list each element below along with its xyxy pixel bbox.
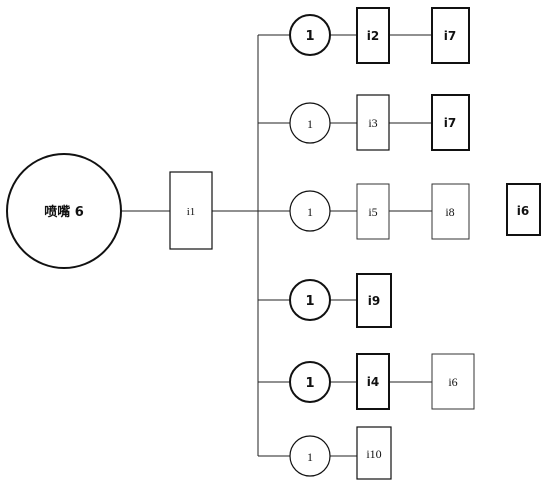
branch-3-circle [289,190,331,232]
nozzle-circle [6,153,122,269]
branch-6-first-box [356,426,392,480]
branch-5-first-label: i4 [367,375,379,389]
branch-3-second-label: i8 [445,205,454,219]
branch-1-first-label: i2 [367,29,379,43]
connectors [120,34,432,457]
branch-2-second-box [431,94,470,151]
hub-box [169,171,213,250]
hub-label: i1 [187,206,196,218]
branch-5-circle-label: 1 [305,376,314,391]
branch-1-circle [289,14,331,56]
branch-4-circle [289,279,331,321]
nozzle-label: 喷嘴 6 [44,204,84,220]
branch-6-circle [289,435,331,477]
branch-4-first-label: i9 [368,294,380,308]
branch-5-second-box [431,353,475,410]
branch-4-circle-label: 1 [305,294,314,309]
branch-2-first-box [356,94,390,151]
branch-2-circle [289,102,331,144]
branch-3-third-box [506,183,541,236]
branch-3-first-label: i5 [368,205,377,219]
branch-2-second-label: i7 [444,116,456,130]
branch-3-third-label: i6 [517,204,529,218]
branch-4-first-box [356,273,392,328]
branch-5-circle [289,361,331,403]
branch-5-first-box [356,353,390,410]
branch-1-second-label: i7 [444,29,456,43]
branch-1-second-box [431,7,470,64]
branch-2-first-label: i3 [368,116,377,130]
branch-3-first-box [356,183,390,240]
branch-3-second-box [431,183,470,240]
branch-5-second-label: i6 [448,375,457,389]
branch-3-circle-label: 1 [307,205,313,219]
branch-6-circle-label: 1 [307,450,313,464]
branch-1-circle-label: 1 [305,29,314,44]
branch-6-first-label: i10 [366,447,381,461]
branch-2-circle-label: 1 [307,117,313,131]
branch-1-first-box [356,7,390,64]
